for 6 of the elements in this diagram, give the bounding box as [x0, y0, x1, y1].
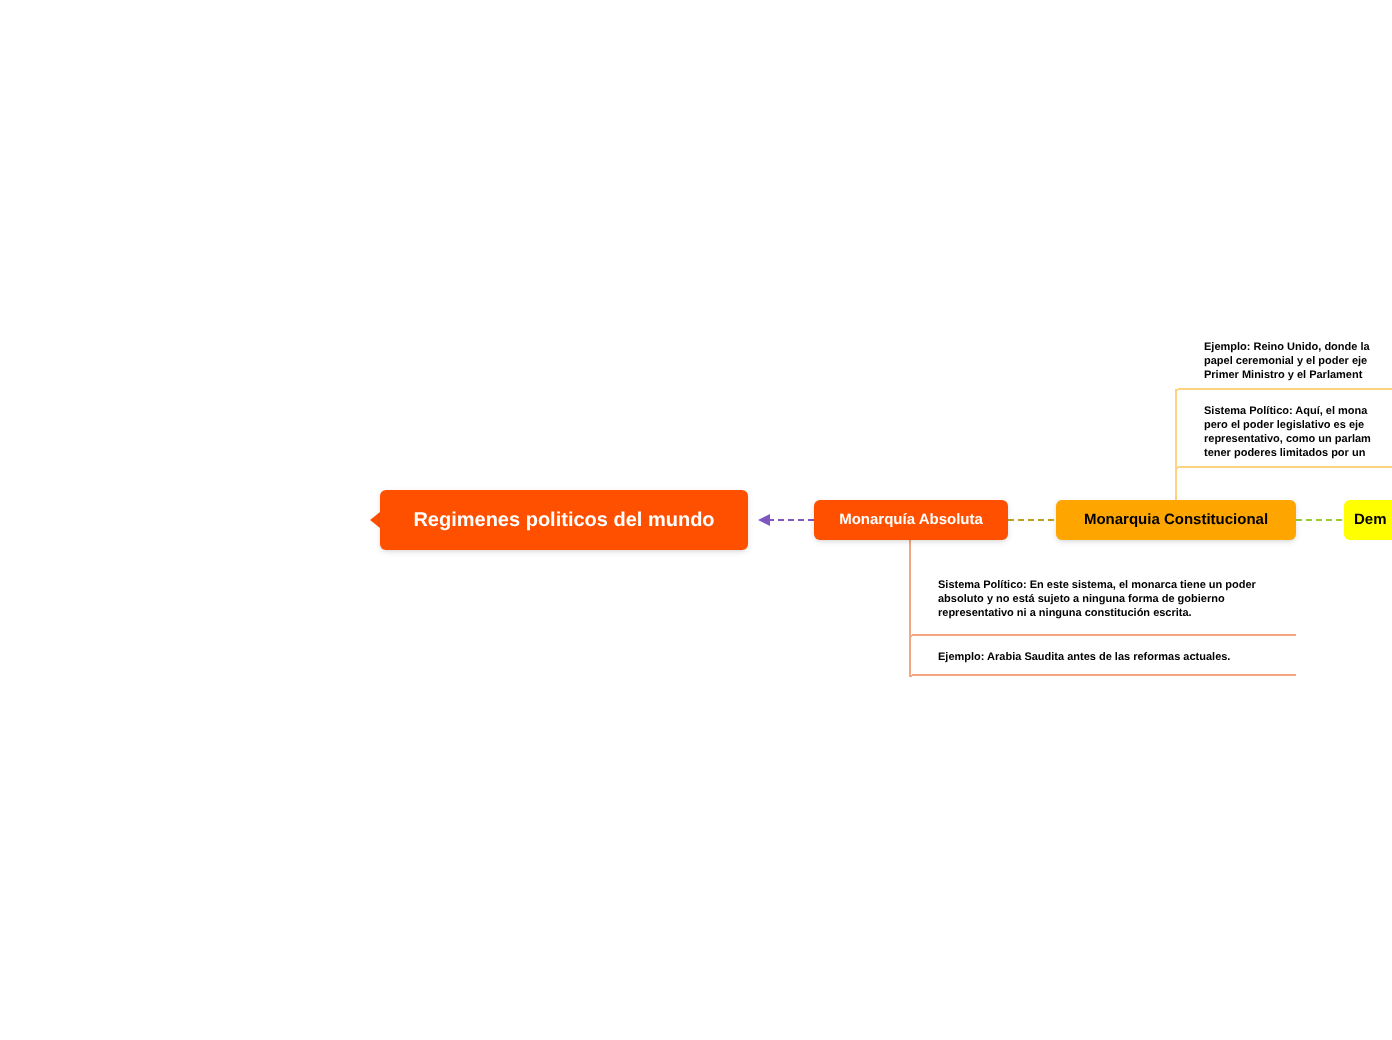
central-topic: Regimenes politicos del mundo	[380, 490, 748, 550]
connector-line	[1295, 519, 1345, 521]
connector-line	[1007, 519, 1057, 521]
connector-line	[909, 539, 913, 677]
connector-line	[758, 514, 815, 526]
connector-line	[1175, 467, 1179, 501]
